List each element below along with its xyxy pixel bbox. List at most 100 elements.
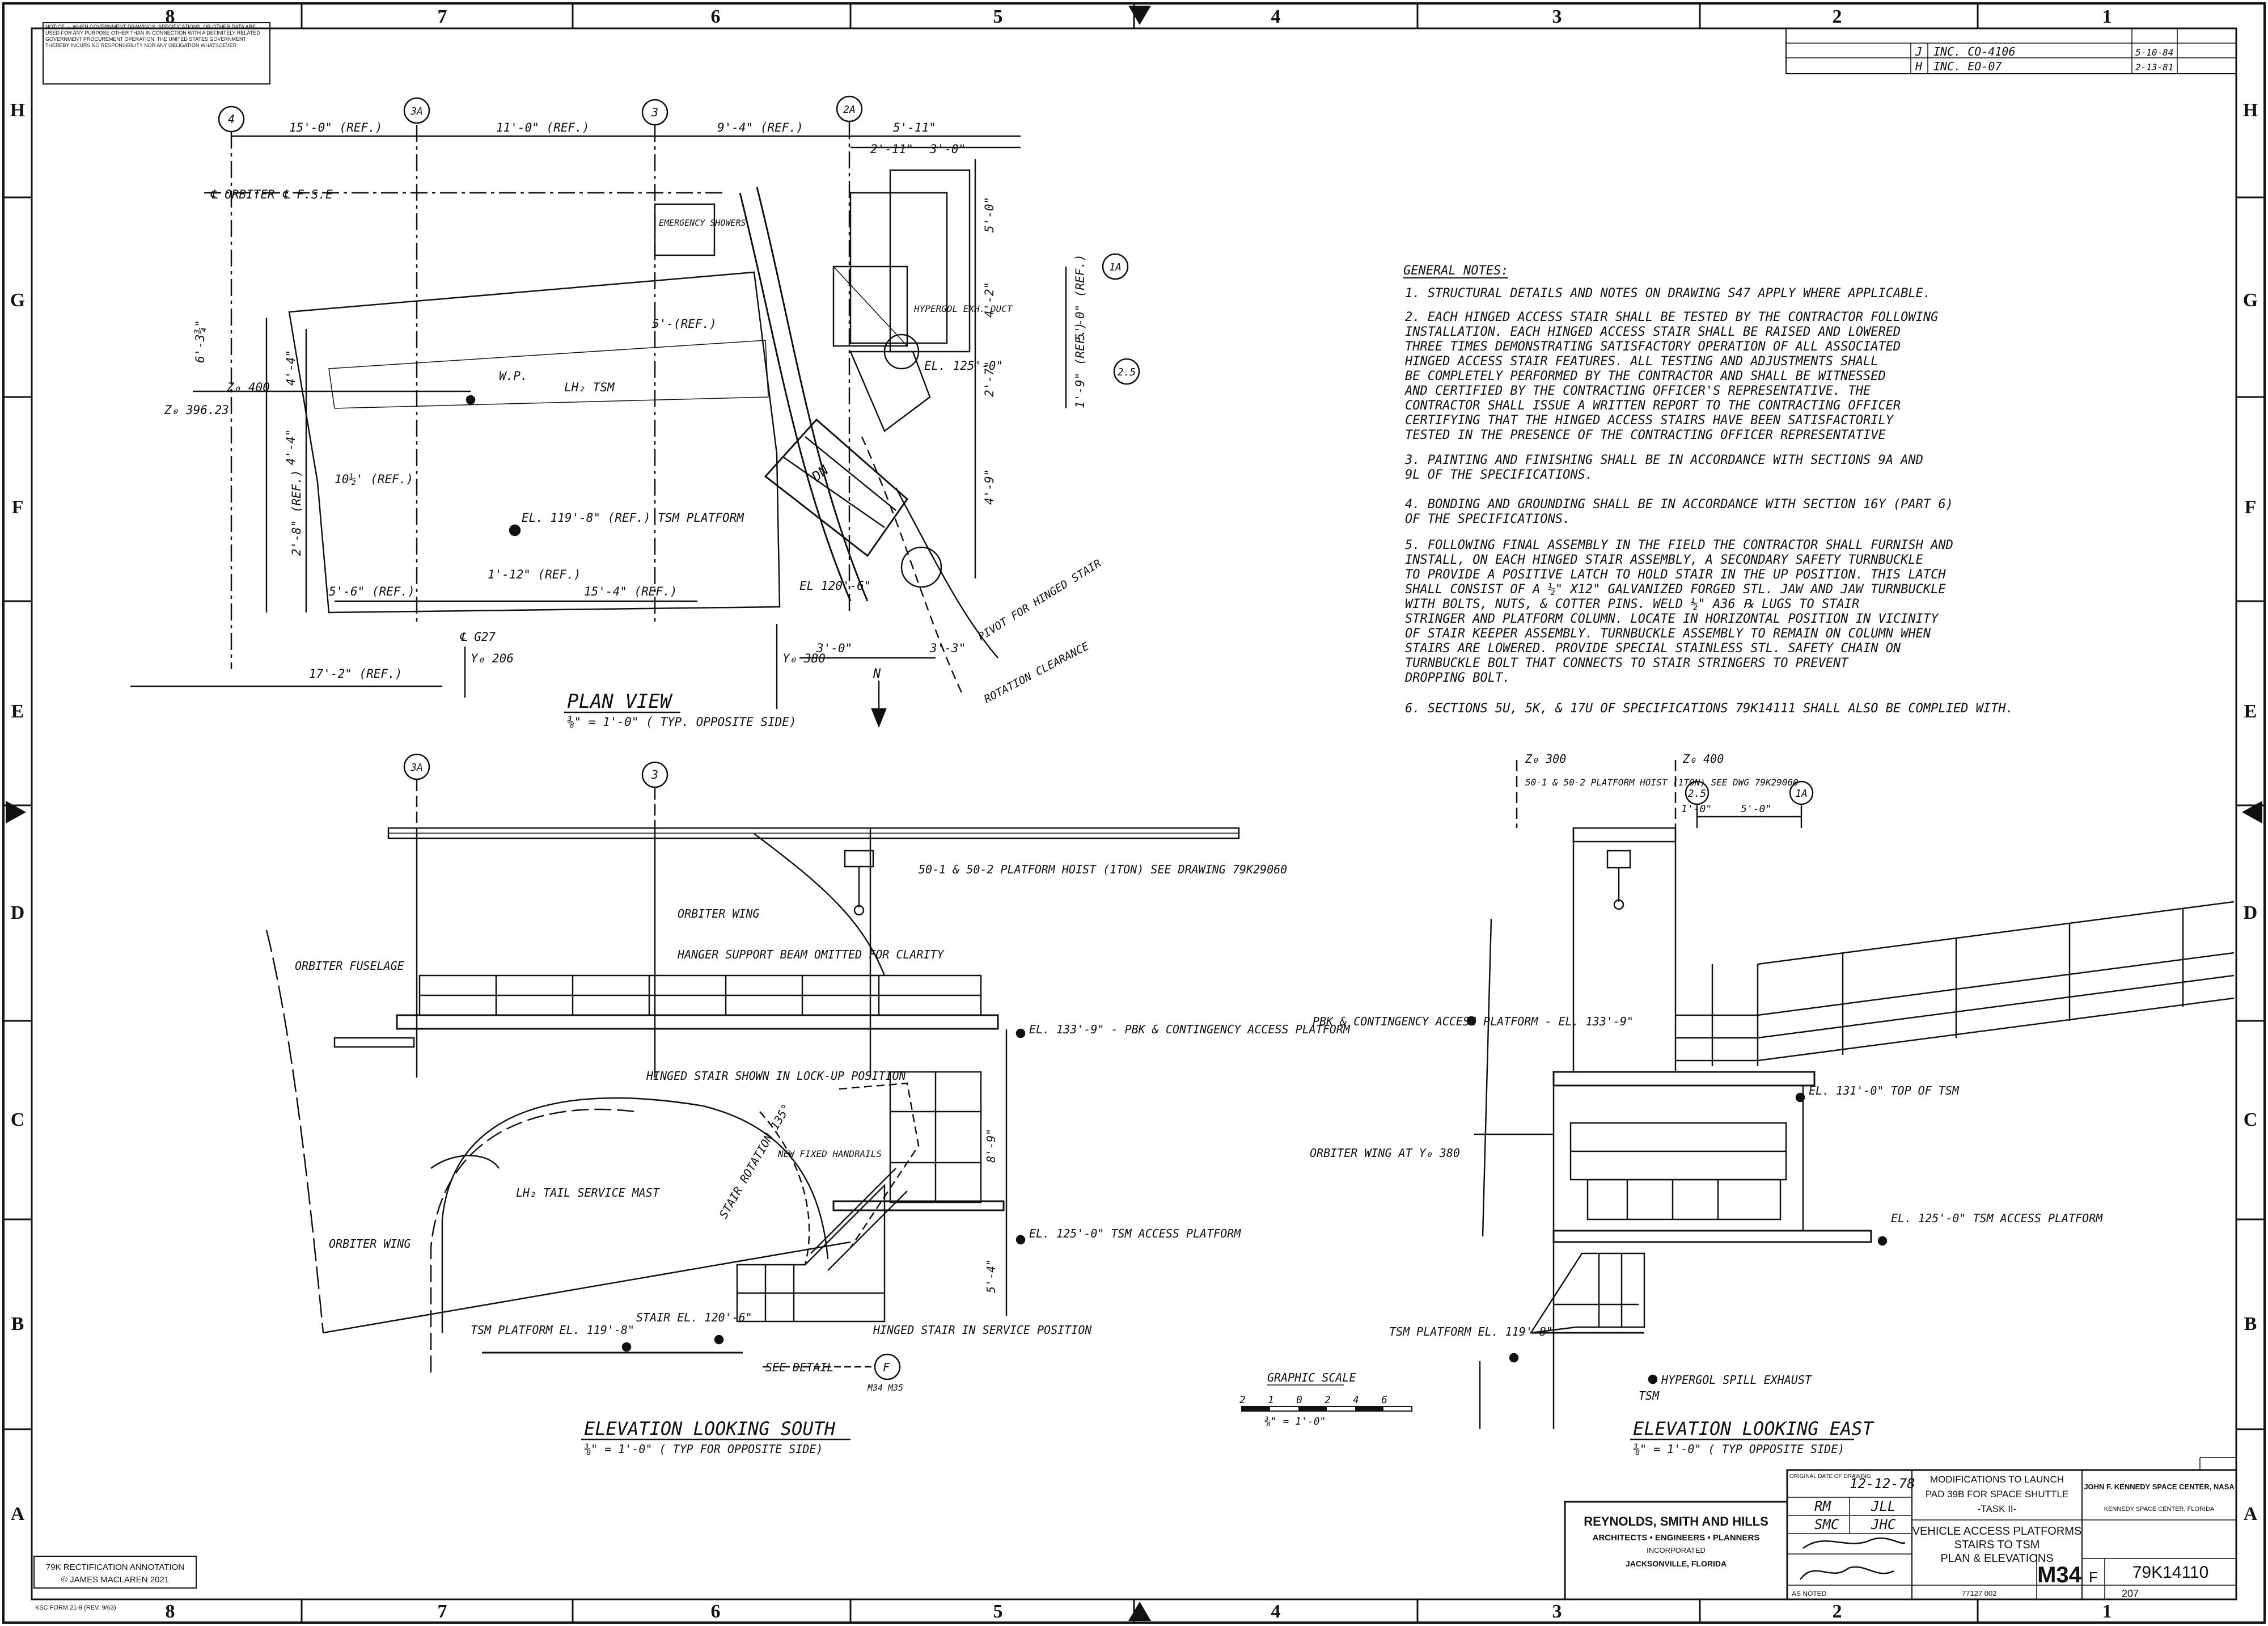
note-line: CERTIFYING THAT THE HINGED ACCESS STAIRS…: [1405, 413, 1894, 428]
plan-view-scale: ⅜" = 1'-0" ( TYP. OPPOSITE SIDE): [567, 715, 797, 729]
el125-east-label: EL. 125'-0" TSM ACCESS PLATFORM: [1891, 1211, 2103, 1225]
agency-name: JOHN F. KENNEDY SPACE CENTER, NASA: [2084, 1483, 2235, 1491]
row-label: D: [2244, 902, 2258, 923]
grid-bubble-label: 2.5: [1118, 366, 1136, 378]
dim-label: 2'-7": [983, 361, 996, 397]
row-label: A: [2244, 1503, 2258, 1524]
note-line: 3. PAINTING AND FINISHING SHALL BE IN AC…: [1404, 453, 1923, 467]
col-label: 4: [1271, 1601, 1281, 1622]
dim-label: 3'-0": [929, 142, 966, 156]
annotation-line1: 79K RECTIFICATION ANNOTATION: [46, 1562, 184, 1572]
stair-rotation-label: STAIR ROTATION 135°: [717, 1101, 793, 1220]
title-line1: VEHICLE ACCESS PLATFORMS: [1912, 1525, 2082, 1538]
dim-label: 10½' (REF.): [335, 472, 413, 486]
original-date: 12-12-78: [1850, 1476, 1915, 1492]
center-arrow-top: [1128, 6, 1151, 25]
tsm-platform-east-label: TSM PLATFORM EL. 119'-8": [1389, 1325, 1553, 1338]
inner-border: [31, 27, 2237, 1600]
sheet-code: M34: [2037, 1562, 2082, 1587]
dim-label: 1'-12" (REF.): [488, 568, 581, 581]
dim-label: 3'-3": [929, 641, 966, 655]
tsm-platform-label: EL. 119'-8" (REF.) TSM PLATFORM: [522, 511, 744, 525]
sheet-number: 207: [2122, 1588, 2139, 1599]
row-label: B: [11, 1314, 24, 1334]
dim-label: 5'-0": [983, 197, 996, 233]
col-label: 6: [711, 1601, 721, 1622]
hanger-label: HANGER SUPPORT BEAM OMITTED FOR CLARITY: [677, 948, 945, 961]
col-label: 7: [438, 1601, 447, 1622]
project-line3: -TASK II-: [1978, 1503, 2017, 1514]
note-line: INSTALL, ON EACH HINGED STAIR ASSEMBLY, …: [1405, 553, 1924, 567]
south-scale: ⅜" = 1'-0" ( TYP FOR OPPOSITE SIDE): [584, 1442, 823, 1456]
note-line: WITH BOLTS, NUTS, & COTTER PINS. WELD ½"…: [1405, 597, 1859, 611]
note-line: BE COMPLETELY PERFORMED BY THE CONTRACTO…: [1405, 369, 1886, 383]
original-date-label: ORIGINAL DATE OF DRAWING: [1789, 1473, 1871, 1480]
firm-subtitle: ARCHITECTS • ENGINEERS • PLANNERS: [1593, 1533, 1760, 1543]
note-line: OF THE SPECIFICATIONS.: [1405, 512, 1570, 526]
dim-label: 5'-11": [893, 121, 936, 134]
rev-description: INC. EO-07: [1933, 60, 2002, 73]
firm-name: REYNOLDS, SMITH AND HILLS: [1584, 1514, 1768, 1528]
pivot-label: PIVOT FOR HINGED STAIR: [976, 557, 1103, 643]
detail-tag: F: [883, 1361, 890, 1374]
scale-value: AS NOTED: [1792, 1590, 1827, 1598]
col-label: 5: [993, 6, 1003, 27]
col-label: 7: [438, 6, 447, 27]
col-label: 1: [2102, 6, 2112, 27]
g27-label: ℄ G27: [459, 630, 496, 644]
note-line: 9L OF THE SPECIFICATIONS.: [1405, 468, 1593, 482]
drawn-by: RM: [1814, 1498, 1831, 1514]
general-notes: GENERAL NOTES: 1. STRUCTURAL DETAILS AND…: [1403, 264, 2013, 716]
grid-bubble-label: 2A: [843, 104, 856, 116]
orbiter-wing-label: ORBITER WING: [678, 907, 760, 920]
title-block: REYNOLDS, SMITH AND HILLS ARCHITECTS • E…: [1564, 1457, 2237, 1600]
dim-label: 5'-6" (REF.): [329, 585, 415, 598]
zo400-east-label: Z₀ 400: [1682, 752, 1724, 766]
row-label: G: [2243, 290, 2258, 311]
title-line2: STAIRS TO TSM: [1954, 1539, 2040, 1551]
detail-ref: M34 M35: [867, 1383, 903, 1393]
fuselage-label: ORBITER FUSELAGE: [295, 959, 404, 973]
grid-bubble-label: 1A: [1109, 261, 1122, 273]
row-label: B: [2244, 1314, 2257, 1334]
scale-tick: 1: [1268, 1394, 1274, 1406]
col-label: 2: [1833, 6, 1842, 27]
scale-tick: 6: [1381, 1394, 1387, 1406]
revision-block: J INC. CO-4106 5-10-84 H INC. EO-07 2-13…: [1785, 28, 2237, 74]
plan-labels: 4 3A 3 2A 1A 2.5 15'-0" (REF.) 11'-0" (R…: [164, 104, 1136, 706]
dim-label: 4'-4": [284, 429, 298, 465]
el125-south-label: EL. 125'-0" TSM ACCESS PLATFORM: [1029, 1227, 1241, 1240]
rev-date: 2-13-81: [2135, 62, 2173, 73]
zo396-label: Z₀ 396.23: [164, 403, 229, 417]
row-label: H: [10, 100, 25, 121]
dim-label: 2'-11": [870, 142, 913, 156]
col-label: 1: [2102, 1601, 2112, 1622]
dim-label: 1'-0": [1681, 803, 1712, 815]
scale-tick: 2: [1325, 1394, 1331, 1406]
dim-label: 5'-(REF.): [652, 317, 717, 331]
project-line1: MODIFICATIONS TO LAUNCH: [1930, 1474, 2064, 1485]
stair-down-label: DN: [809, 462, 832, 485]
graphic-scale-title: GRAPHIC SCALE: [1267, 1371, 1356, 1384]
row-label: A: [11, 1503, 25, 1524]
row-label: E: [11, 701, 24, 722]
hinged-service-label: HINGED STAIR IN SERVICE POSITION: [873, 1323, 1092, 1337]
title-line3: PLAN & ELEVATIONS: [1940, 1552, 2053, 1565]
see-detail-label: SEE DETAIL: [765, 1361, 833, 1374]
grid-bubble-label: 2.5: [1688, 788, 1707, 800]
elevation-east: [1466, 760, 2235, 1429]
notice-text: NOTICE — WHEN GOVERNMENT DRAWINGS, SPECI…: [45, 24, 260, 48]
dim-label: 8'-9": [984, 1129, 998, 1163]
zo400-label: Z₀ 400: [226, 381, 270, 394]
handrails-label: NEW FIXED HANDRAILS: [777, 1148, 882, 1159]
east-scale: ⅜" = 1'-0" ( TYP OPPOSITE SIDE): [1633, 1442, 1844, 1456]
rotation-clearance-label: ROTATION CLEARANCE: [982, 640, 1091, 706]
dated: 77127 002: [1962, 1589, 1996, 1598]
dim-label: 15'-0" (REF.): [289, 121, 382, 134]
notes-lines: 1. STRUCTURAL DETAILS AND NOTES ON DRAWI…: [1404, 286, 2013, 716]
note-line: 4. BONDING AND GROUNDING SHALL BE IN ACC…: [1405, 497, 1953, 512]
graphic-scale: GRAPHIC SCALE 2 1 0 2 4 6 ⅜" = 1'-0": [1239, 1371, 1412, 1427]
note-line: DROPPING BOLT.: [1404, 671, 1510, 685]
zo300-label: Z₀ 300: [1525, 752, 1566, 766]
